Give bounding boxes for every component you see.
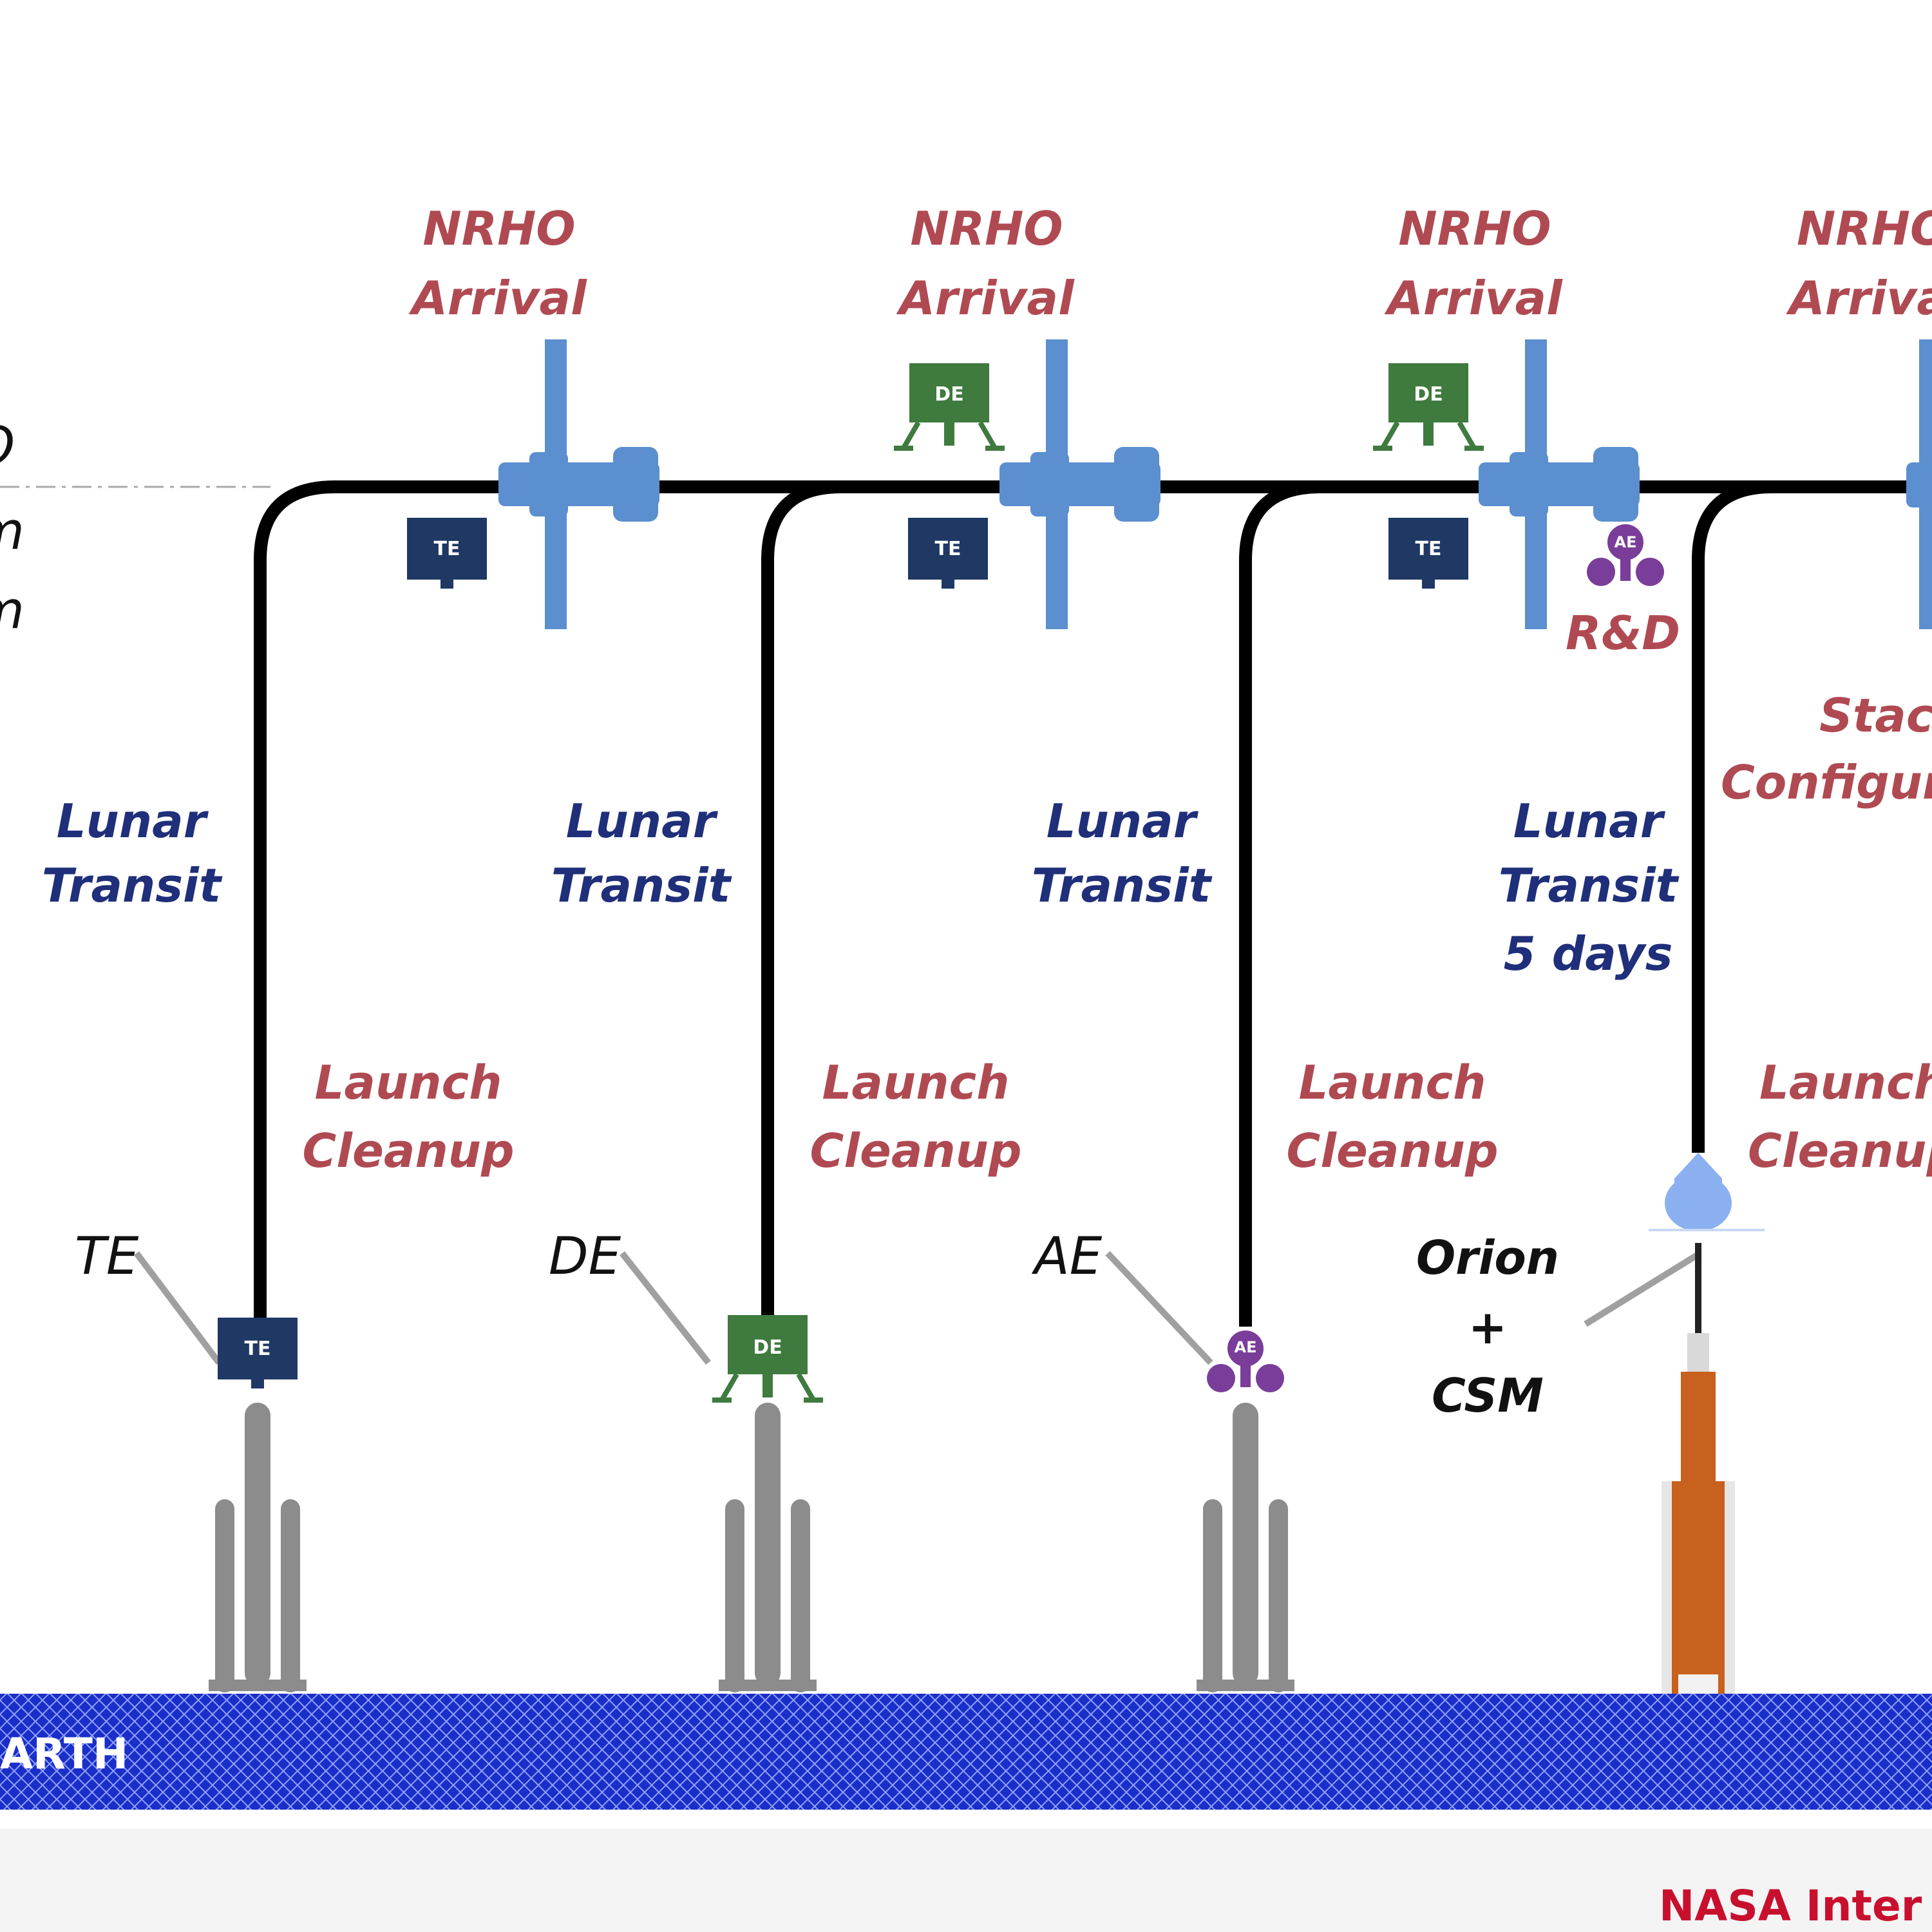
- lunar-transit-line1: Lunar: [1046, 794, 1199, 848]
- launch-cleanup-line2: Cleanup: [1748, 1124, 1932, 1178]
- svg-text:AE: AE: [1615, 533, 1637, 551]
- lunar-transit-line1: Lunar: [57, 794, 209, 848]
- trajectory-orion: [1692, 480, 1773, 1153]
- gateway-station-icon: [1906, 339, 1932, 629]
- svg-text:DE: DE: [934, 383, 963, 406]
- de-docked-icon: DE: [1373, 363, 1484, 448]
- earth-label: ARTH: [0, 1729, 128, 1779]
- lunar-transit-label-3: Lunar Transit: [1032, 794, 1213, 913]
- svg-text:TE: TE: [1416, 538, 1442, 560]
- rnd-label: R&D: [1566, 606, 1680, 660]
- orion-label-line3: CSM: [1432, 1368, 1544, 1423]
- launch-cleanup-line1: Launch: [1299, 1056, 1486, 1110]
- transit-duration: 5 days: [1504, 927, 1673, 981]
- nrho-arrival-line1: NRHO: [910, 202, 1063, 256]
- de-payload-icon: DE: [712, 1315, 823, 1400]
- nrho-arrival-label-2: NRHO Arrival: [896, 202, 1075, 325]
- te-element-label: TE: [75, 1226, 139, 1286]
- sls-rocket-icon: [1649, 1153, 1765, 1694]
- launch-cleanup-line1: Launch: [822, 1056, 1010, 1110]
- launch-cleanup-label-3: Launch Cleanup: [1287, 1056, 1499, 1178]
- orion-label-line1: Orion: [1416, 1231, 1559, 1285]
- launch-cleanup-label-4: Launch Cleanup: [1748, 1056, 1932, 1178]
- earth-surface: [0, 1694, 1932, 1810]
- launch-cleanup-label-1: Launch Cleanup: [303, 1056, 515, 1178]
- nrho-arrival-line1: NRHO: [1398, 202, 1551, 256]
- ae-docked-icon: AE: [1587, 524, 1664, 586]
- stack-config-line2: Configura: [1721, 755, 1932, 810]
- lunar-transit-line2: Transit: [551, 858, 732, 913]
- nrho-arrival-line2: Arrival: [1384, 271, 1563, 325]
- nrho-arrival-label-4: NRHO Arrival: [1786, 202, 1932, 325]
- footer-bar: [0, 1829, 1932, 1932]
- nrho-arrival-label-3: NRHO Arrival: [1384, 202, 1563, 325]
- trajectory-de: [761, 480, 842, 1327]
- heavy-rocket-icon: [209, 1403, 307, 1692]
- ae-leader-line: [1105, 1251, 1213, 1365]
- nrho-arrival-line1: NRHO: [422, 202, 575, 256]
- svg-text:TE: TE: [935, 538, 961, 560]
- te-docked-icon: TE: [407, 518, 487, 589]
- de-leader-line: [620, 1251, 711, 1365]
- launch-cleanup-line1: Launch: [315, 1056, 502, 1110]
- footer-text: NASA Inter: [1659, 1881, 1922, 1931]
- launch-cleanup-line2: Cleanup: [1287, 1124, 1499, 1178]
- heavy-rocket-icon: [719, 1403, 817, 1692]
- lunar-transit-line2: Transit: [1499, 858, 1680, 913]
- launch-cleanup-label-2: Launch Cleanup: [810, 1056, 1022, 1178]
- te-leader-line: [134, 1251, 222, 1365]
- ae-payload-icon: AE: [1207, 1331, 1284, 1392]
- nrho-arrival-line2: Arrival: [896, 271, 1075, 325]
- orion-label-line2: +: [1468, 1300, 1507, 1354]
- left-label-2: m: [0, 501, 24, 561]
- te-docked-icon: TE: [1388, 518, 1468, 589]
- lunar-transit-line1: Lunar: [1513, 794, 1666, 848]
- lunar-transit-label-4: Lunar Transit 5 days: [1499, 794, 1680, 981]
- de-element-label: DE: [549, 1226, 621, 1286]
- nrho-arrival-line2: Arrival: [408, 271, 587, 325]
- te-docked-icon: TE: [908, 518, 988, 589]
- lunar-transit-label-2: Lunar Transit: [551, 794, 732, 913]
- gateway-station-icon: [498, 339, 659, 629]
- heavy-rocket-icon: [1197, 1403, 1294, 1692]
- lunar-transit-line1: Lunar: [566, 794, 719, 848]
- gateway-station-icon: [1479, 339, 1640, 629]
- gateway-station-icon: [999, 339, 1160, 629]
- lunar-transit-line2: Transit: [1032, 858, 1213, 913]
- svg-text:TE: TE: [245, 1338, 271, 1360]
- svg-text:AE: AE: [1235, 1338, 1257, 1356]
- svg-text:DE: DE: [1414, 383, 1443, 406]
- lunar-transit-line2: Transit: [42, 858, 223, 913]
- svg-text:TE: TE: [434, 538, 460, 560]
- te-payload-icon: TE: [218, 1318, 298, 1388]
- ae-element-label: AE: [1031, 1226, 1103, 1286]
- orion-leader-line: [1584, 1250, 1702, 1327]
- left-label-3: m: [0, 580, 24, 640]
- svg-text:DE: DE: [753, 1336, 782, 1359]
- nrho-arrival-label-1: NRHO Arrival: [408, 202, 587, 325]
- de-docked-icon: DE: [894, 363, 1005, 448]
- launch-cleanup-line2: Cleanup: [810, 1124, 1022, 1178]
- trajectory-te: [254, 480, 336, 1327]
- launch-cleanup-line1: Launch: [1759, 1056, 1932, 1110]
- nrho-arrival-line2: Arrival: [1786, 271, 1932, 325]
- trajectory-ae: [1239, 480, 1321, 1327]
- stack-config-line1: Stack: [1819, 688, 1932, 743]
- nrho-arrival-line1: NRHO: [1797, 202, 1932, 256]
- left-label-1: O: [0, 416, 15, 476]
- launch-cleanup-line2: Cleanup: [303, 1124, 515, 1178]
- lunar-transit-label-1: Lunar Transit: [42, 794, 223, 913]
